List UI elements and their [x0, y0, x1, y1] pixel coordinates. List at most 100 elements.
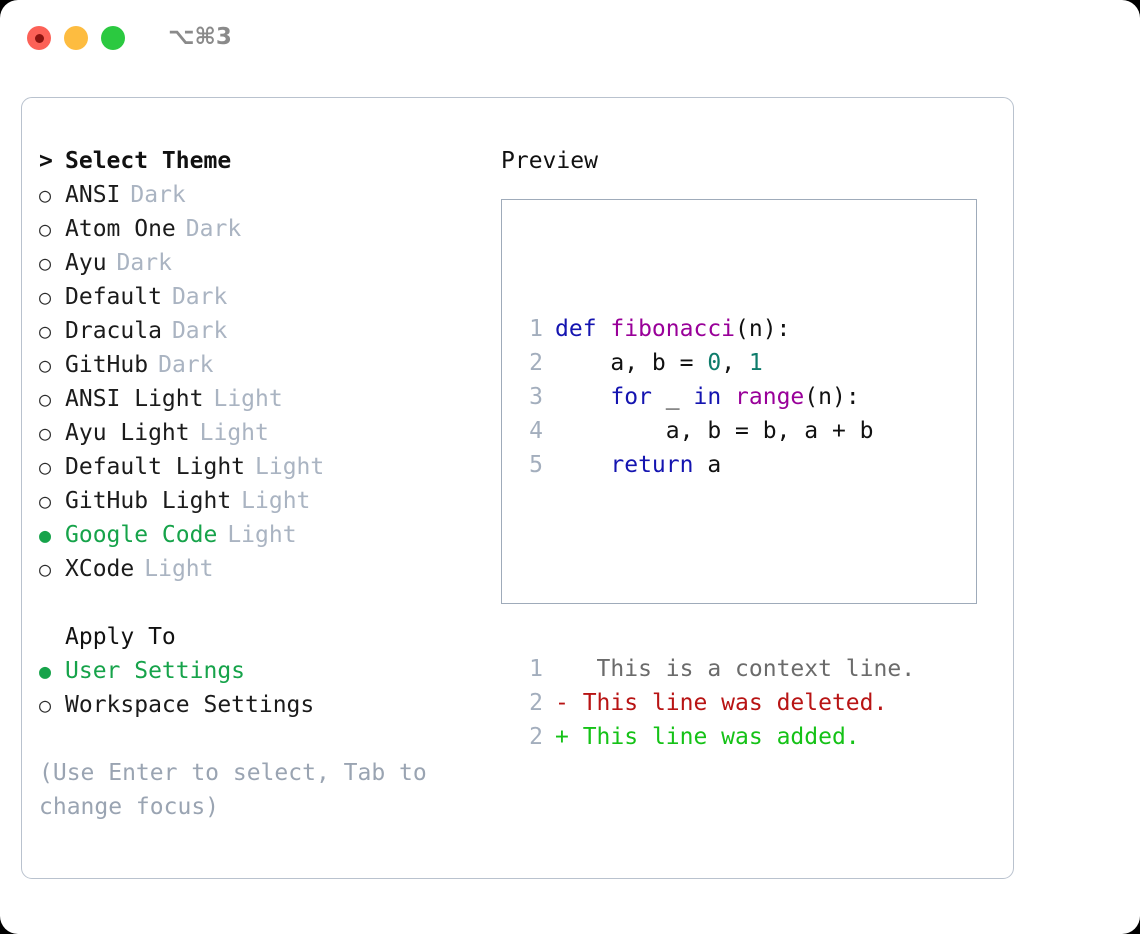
keyboard-hint-text: (Use Enter to select, Tab to change focu… — [39, 760, 441, 820]
theme-option-label: GitHub Light — [65, 488, 232, 514]
theme-option-label: Ayu Light — [65, 420, 190, 446]
code-token: _ — [651, 384, 694, 410]
line-number: 2 — [529, 690, 543, 716]
apply-to-option-user-settings[interactable]: ●User Settings — [39, 654, 479, 688]
code-token: return — [610, 452, 694, 478]
code-token: fibonacci — [610, 316, 736, 342]
code-line: 5 return a — [515, 448, 915, 482]
diff-line: 1 This is a context line. — [515, 652, 915, 686]
radio-unselected-icon: ○ — [39, 387, 52, 411]
theme-variant-tag: Dark — [171, 318, 228, 344]
theme-option-github[interactable]: ○ GitHub Dark — [39, 348, 479, 382]
diff-marker: - — [555, 690, 569, 716]
theme-variant-tag: Dark — [116, 250, 172, 276]
selection-caret-icon: > — [39, 148, 53, 174]
apply-to-option-label: User Settings — [65, 658, 246, 684]
code-token: for — [610, 384, 652, 410]
radio-unselected-icon: ○ — [39, 557, 52, 581]
diff-text: This line was added. — [568, 724, 860, 750]
theme-variant-tag: Light — [241, 488, 311, 514]
line-number: 4 — [529, 418, 543, 444]
radio-unselected-icon: ○ — [39, 489, 52, 513]
section-spacer — [39, 586, 479, 620]
apply-to-option-label: Workspace Settings — [65, 692, 315, 718]
code-line: 4 a, b = b, a + b — [515, 414, 915, 448]
radio-selected-icon: ● — [39, 523, 52, 547]
theme-option-google-code[interactable]: ● Google Code Light — [39, 518, 479, 552]
diff-marker: + — [555, 724, 569, 750]
radio-unselected-icon: ○ — [39, 421, 52, 445]
line-number: 2 — [529, 724, 543, 750]
theme-option-ayu[interactable]: ○ Ayu Dark — [39, 246, 479, 280]
theme-option-label: Default Light — [65, 454, 246, 480]
apply-to-heading: > Apply To — [39, 620, 479, 654]
theme-option-dracula[interactable]: ○ Dracula Dark — [39, 314, 479, 348]
line-number: 5 — [529, 452, 543, 478]
line-number: 1 — [529, 656, 543, 682]
theme-option-label: Ayu — [65, 250, 107, 276]
code-token — [721, 380, 735, 414]
code-token — [555, 380, 610, 414]
minimize-window-button[interactable] — [64, 26, 88, 50]
code-token: range — [735, 384, 805, 410]
radio-unselected-icon: ○ — [39, 353, 52, 377]
code-token: (n): — [735, 316, 791, 342]
theme-option-label: Default — [65, 284, 162, 310]
code-line: 2 a, b = 0, 1 — [515, 346, 915, 380]
apply-to-option-workspace-settings[interactable]: ○Workspace Settings — [39, 688, 479, 722]
traffic-light-buttons — [27, 26, 125, 50]
diff-snippet: 1 This is a context line.2- This line wa… — [515, 652, 915, 754]
theme-option-label: Google Code — [65, 522, 218, 548]
radio-unselected-icon: ○ — [39, 455, 52, 479]
apply-to-heading-label: Apply To — [65, 624, 176, 650]
code-token: a, b = — [555, 350, 708, 376]
code-line: 3 for _ in range(n): — [515, 380, 915, 414]
radio-unselected-icon: ○ — [39, 251, 52, 275]
theme-variant-tag: Light — [255, 454, 325, 480]
radio-unselected-icon: ○ — [39, 319, 52, 343]
line-number: 3 — [529, 384, 543, 410]
theme-variant-tag: Light — [227, 522, 297, 548]
title-bar: ⌥⌘3 — [0, 0, 1140, 76]
preview-heading: Preview — [501, 148, 598, 174]
theme-variant-tag: Dark — [158, 352, 214, 378]
zoom-window-button[interactable] — [101, 26, 125, 50]
code-token — [555, 448, 610, 482]
theme-variant-tag: Dark — [171, 284, 228, 310]
theme-option-default[interactable]: ○ Default Dark — [39, 280, 479, 314]
radio-unselected-icon: ○ — [39, 217, 52, 241]
line-number: 1 — [529, 316, 543, 342]
theme-variant-tag: Light — [144, 556, 214, 582]
theme-option-label: ANSI Light — [65, 386, 204, 412]
code-token: in — [693, 384, 722, 410]
theme-option-label: Dracula — [65, 318, 162, 344]
keyboard-shortcut-label: ⌥⌘3 — [168, 24, 232, 50]
theme-option-default-light[interactable]: ○ Default Light Light — [39, 450, 479, 484]
radio-unselected-icon: ○ — [39, 285, 52, 309]
close-window-button[interactable] — [27, 26, 51, 50]
diff-line: 2- This line was deleted. — [515, 686, 915, 720]
select-theme-heading-label: Select Theme — [65, 148, 232, 174]
select-theme-heading: > Select Theme — [39, 144, 479, 178]
diff-text: This line was deleted. — [568, 690, 888, 716]
code-token: , — [721, 350, 749, 376]
theme-option-label: ANSI — [65, 182, 121, 208]
theme-variant-tag: Dark — [185, 216, 242, 242]
code-token: 0 — [707, 350, 722, 376]
code-token: (n): — [804, 384, 860, 410]
theme-option-github-light[interactable]: ○ GitHub Light Light — [39, 484, 479, 518]
theme-option-label: GitHub — [65, 352, 149, 378]
theme-variant-tag: Light — [213, 386, 283, 412]
theme-option-ansi-light[interactable]: ○ ANSI Light Light — [39, 382, 479, 416]
